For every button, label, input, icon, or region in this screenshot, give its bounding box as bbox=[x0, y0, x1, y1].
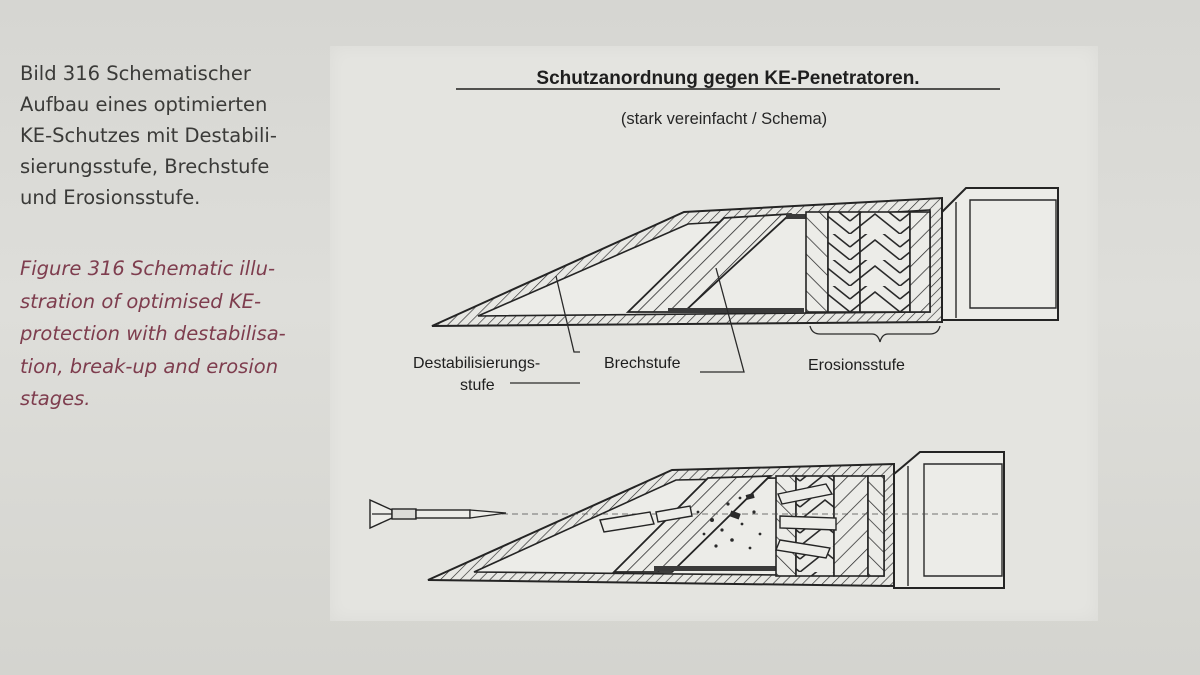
break-up-base-strip bbox=[668, 308, 804, 313]
erosion-layer-3 bbox=[859, 211, 911, 313]
caption-german: Bild 316 Schematischer Aufbau eines opti… bbox=[20, 58, 320, 213]
label-destabilization: Destabilisierungs- bbox=[413, 355, 540, 372]
schematic-top bbox=[431, 187, 1059, 327]
diagram-title: Schutzanordnung gegen KE-Penetratoren. bbox=[536, 68, 919, 89]
caption-english-line: Figure 316 Schematic illu- bbox=[20, 257, 276, 280]
caption-english-line: stages. bbox=[20, 387, 91, 410]
erosion-layer-2 bbox=[827, 211, 861, 313]
break-up-top-strip bbox=[786, 214, 806, 219]
caption-german-line: KE-Schutzes mit Destabili- bbox=[20, 124, 277, 147]
debris bbox=[696, 493, 762, 550]
leader-destabilization bbox=[555, 275, 580, 353]
label-erosion: Erosionsstufe bbox=[808, 357, 905, 374]
caption-german-line: und Erosionsstufe. bbox=[20, 186, 201, 209]
erosion-layer-bottom-4 bbox=[867, 475, 885, 577]
caption-german-line: Aufbau eines optimierten bbox=[20, 93, 268, 116]
base-armor-inner bbox=[969, 199, 1057, 309]
caption-english-line: tion, break-up and erosion bbox=[20, 354, 279, 378]
caption-german-line: Bild 316 Schematischer bbox=[20, 62, 251, 85]
base-armor bbox=[941, 187, 1059, 321]
label-destabilization-cont: stufe bbox=[460, 377, 495, 394]
erosion-layer-1 bbox=[805, 211, 829, 313]
caption-english-line: stration of optimised KE- bbox=[20, 289, 261, 313]
label-break-up: Brechstufe bbox=[604, 355, 681, 372]
penetrator-fragments bbox=[599, 483, 837, 559]
caption-english: Figure 316 Schematic illu- stration of o… bbox=[20, 253, 320, 416]
erosion-layer-4 bbox=[909, 211, 931, 313]
penetrator-projectile bbox=[369, 498, 507, 530]
leader-lines bbox=[510, 267, 941, 384]
caption-german-line: sierungsstufe, Brechstufe bbox=[20, 155, 270, 178]
diagram-subtitle: (stark vereinfacht / Schema) bbox=[621, 110, 827, 128]
base-armor-bottom bbox=[893, 451, 1005, 589]
erosion-brace bbox=[809, 325, 941, 343]
leader-break-up bbox=[700, 267, 745, 373]
caption-english-line: protection with destabilisa- bbox=[20, 322, 286, 345]
erosion-layer-bottom-3 bbox=[833, 475, 869, 577]
schematic-bottom bbox=[369, 451, 1005, 589]
